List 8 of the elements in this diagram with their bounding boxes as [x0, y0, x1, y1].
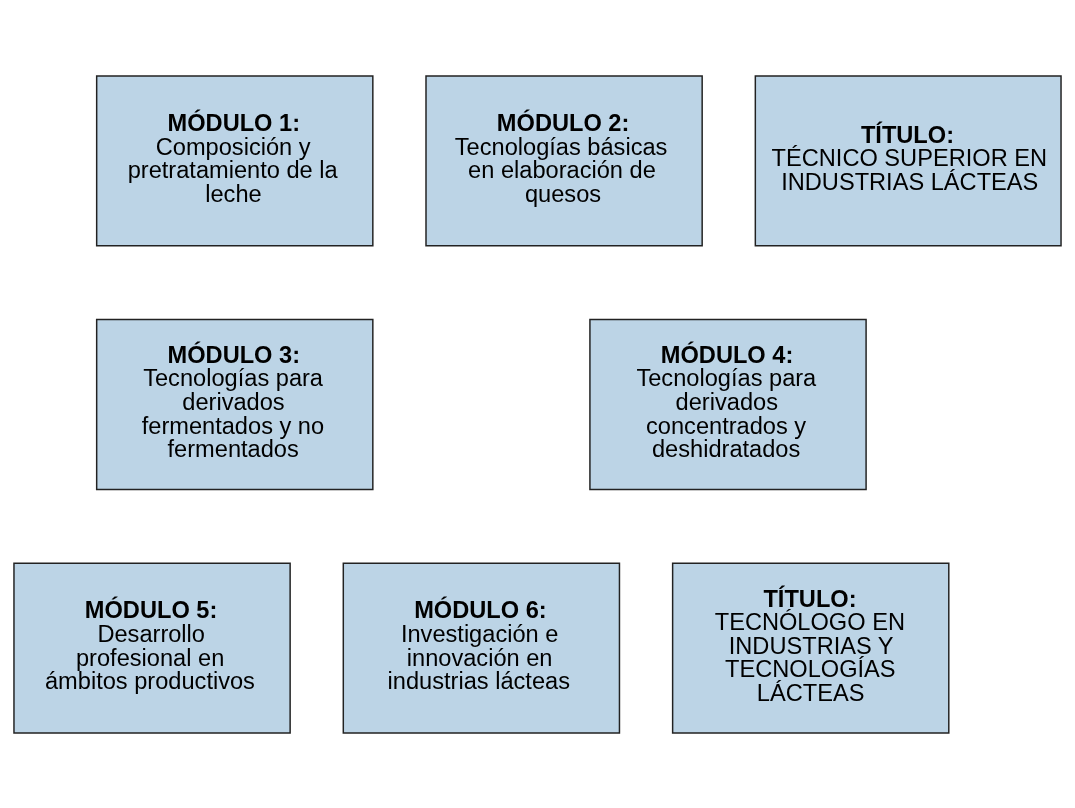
node-box: MÓDULO 4: Tecnologías para derivados concentrados y deshidratados: [589, 318, 867, 490]
node-box: MÓDULO 1: Composición y pretratamiento de la leche: [95, 74, 374, 246]
node-box: MÓDULO 3: Tecnologías para derivados fermentados y no fermentados: [95, 318, 374, 490]
node-box: TÍTULO: TÉCNICO SUPERIOR EN INDUSTRIAS LÁCTEAS: [754, 74, 1062, 246]
node-box: MÓDULO 2: Tecnologías básicas en elaboración de quesos: [425, 74, 703, 246]
node-box: MÓDULO 6: Investigación e innovación en industrias lácteas: [342, 562, 621, 734]
node-box: MÓDULO 5: Desarrollo profesional en ámbitos productivos: [13, 562, 291, 734]
node-box: TÍTULO: TECNÓLOGO EN INDUSTRIAS Y TECNOLOGÍAS LÁCTEAS: [671, 562, 950, 734]
